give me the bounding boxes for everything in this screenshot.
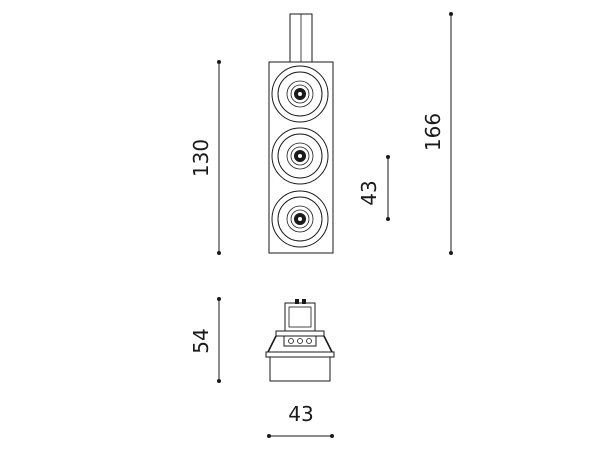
- housing-body: [268, 61, 334, 254]
- front-view: [268, 13, 334, 254]
- dim-spacing: 43: [357, 155, 390, 221]
- dim-spacing-label: 43: [357, 180, 381, 205]
- dim-side-width-label: 43: [288, 402, 313, 426]
- trim-ring: [265, 351, 335, 358]
- side-view: [265, 299, 335, 382]
- lamp-1: [271, 65, 329, 123]
- dim-side-width: 43: [267, 402, 334, 438]
- dim-total-height-label: 166: [421, 113, 445, 151]
- dim-total-height: 166: [421, 12, 453, 255]
- dim-top-height: 130: [189, 60, 221, 255]
- dim-side-height: 54: [189, 297, 221, 383]
- dim-top-height-label: 130: [189, 139, 213, 177]
- flange-plate: [275, 330, 325, 337]
- lamp-2: [271, 127, 329, 185]
- dim-side-height-label: 54: [189, 328, 213, 353]
- fixture-body: [269, 356, 331, 382]
- lamp-3: [271, 190, 329, 248]
